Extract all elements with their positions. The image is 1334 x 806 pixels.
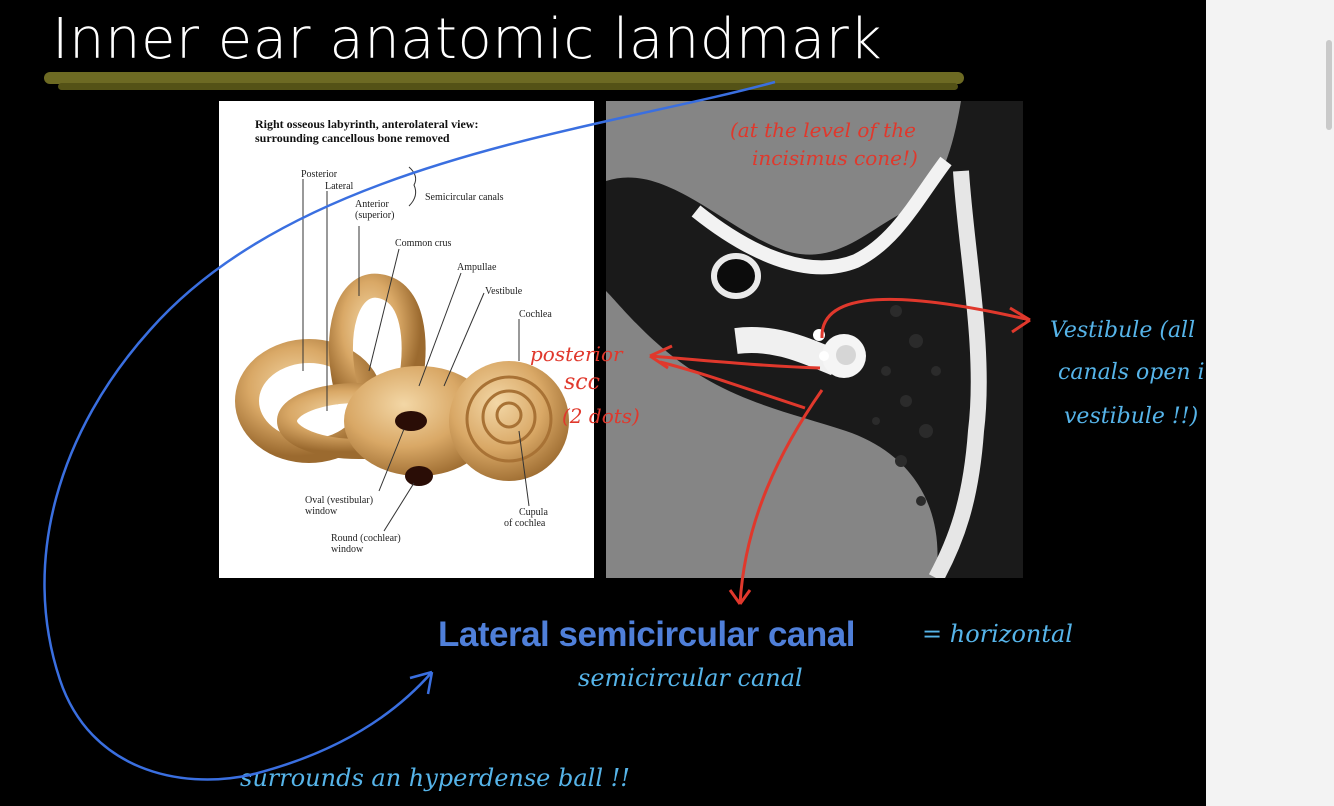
side-panel	[1206, 0, 1334, 806]
annotation-ct-level-2: incisimus cone!)	[752, 146, 918, 170]
label-round-window-2: window	[331, 544, 363, 555]
label-anterior: Anterior	[355, 199, 389, 210]
annotation-horizontal-1: = horizontal	[922, 620, 1073, 648]
annotation-ct-level-1: (at the level of the	[730, 118, 916, 142]
label-cupula-2: of cochlea	[504, 518, 545, 529]
label-ampullae: Ampullae	[457, 262, 496, 273]
label-cupula-1: Cupula	[519, 507, 548, 518]
label-semicircular-canals: Semicircular canals	[425, 192, 504, 203]
annotation-surrounds: surrounds an hyperdense ball !!	[240, 764, 630, 792]
annotation-vestibule-3: vestibule !!)	[1064, 404, 1198, 429]
scrollbar[interactable]	[1326, 40, 1332, 130]
main-caption: Lateral semicircular canal	[438, 615, 855, 655]
label-vestibule: Vestibule	[485, 286, 522, 297]
slide: Inner ear anatomic landmark Right osseou…	[0, 0, 1206, 806]
label-oval-window-2: window	[305, 506, 337, 517]
label-lateral: Lateral	[325, 181, 353, 192]
label-superior: (superior)	[355, 210, 394, 221]
ct-scan-drawing	[606, 101, 1023, 578]
label-posterior: Posterior	[301, 169, 337, 180]
annotation-posterior-3: (2 dots)	[562, 404, 640, 428]
label-oval-window-1: Oval (vestibular)	[305, 495, 373, 506]
blue-ink-arrow	[250, 672, 432, 775]
label-common-crus: Common crus	[395, 238, 451, 249]
ct-scan-image	[606, 101, 1023, 578]
label-round-window-1: Round (cochlear)	[331, 533, 401, 544]
label-cochlea: Cochlea	[519, 309, 552, 320]
title-underline-shadow	[58, 83, 958, 90]
annotation-vestibule-1: Vestibule (all	[1050, 318, 1195, 343]
slide-title: Inner ear anatomic landmark	[52, 4, 882, 76]
labyrinth-illustration: Right osseous labyrinth, anterolateral v…	[219, 101, 594, 578]
annotation-horizontal-2: semicircular canal	[578, 664, 803, 692]
annotation-posterior-2: scc	[564, 370, 600, 395]
annotation-posterior-1: posterior	[530, 342, 623, 366]
